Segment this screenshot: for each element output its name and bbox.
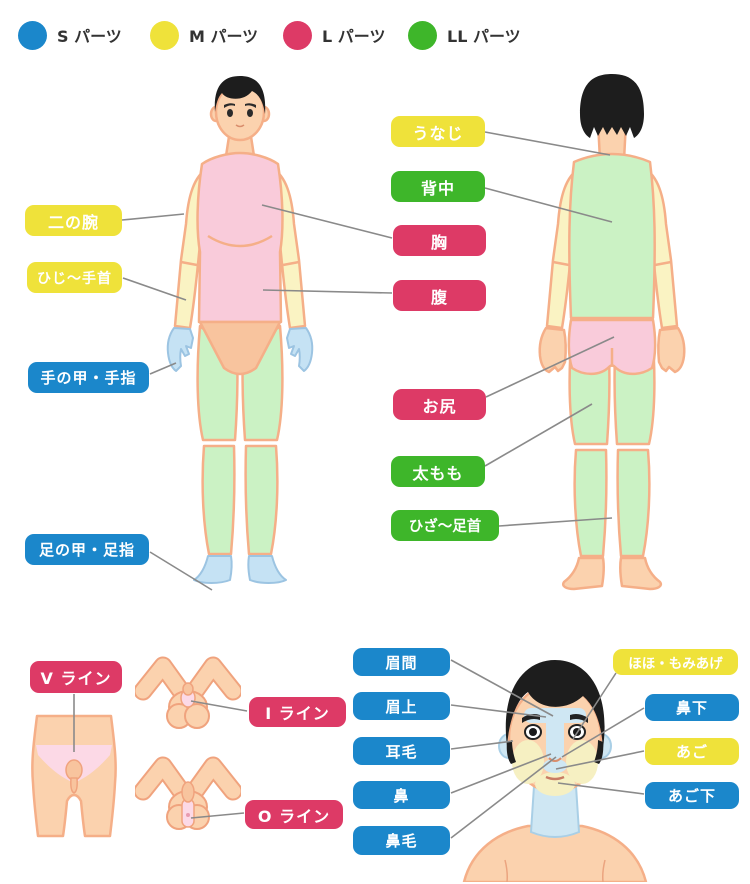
label-belly: 腹	[393, 280, 486, 311]
label-hand-fingers: 手の甲・手指	[28, 362, 149, 393]
label-upper-arm: 二の腕	[25, 205, 122, 236]
label-i-line: I ライン	[249, 697, 346, 727]
v-line-figure	[31, 714, 117, 838]
label-thigh: 太もも	[391, 456, 485, 487]
face-figure	[462, 660, 648, 882]
label-nape: うなじ	[391, 116, 485, 147]
back-body-figure	[538, 74, 686, 591]
label-above-eyebrows: 眉上	[353, 692, 450, 720]
label-elbow-to-wrist: ひじ〜手首	[27, 262, 122, 293]
label-v-line: V ライン	[30, 661, 122, 693]
i-line-figure	[135, 656, 241, 729]
label-foot-toes: 足の甲・足指	[25, 534, 149, 565]
label-ear-hair: 耳毛	[353, 737, 450, 765]
label-chin: あご	[645, 738, 739, 765]
legend-item-l-parts: L パーツ	[283, 20, 385, 50]
legend-item-ll-parts: LL パーツ	[408, 20, 521, 50]
label-buttocks: お尻	[393, 389, 486, 420]
ll-parts-color-dot-icon	[408, 20, 437, 50]
o-line-figure	[135, 756, 241, 830]
label-under-nose: 鼻下	[645, 694, 739, 721]
legend-label-ll: LL パーツ	[447, 27, 521, 46]
s-parts-color-dot-icon	[18, 20, 47, 50]
label-nose-hair: 鼻毛	[353, 826, 450, 855]
legend-item-m-parts: M パーツ	[150, 20, 258, 50]
label-cheek-sideburns: ほほ・もみあげ	[613, 649, 738, 675]
m-parts-color-dot-icon	[150, 20, 179, 50]
legend-label-s: S パーツ	[57, 27, 122, 46]
legend-label-m: M パーツ	[189, 27, 259, 46]
label-back: 背中	[391, 171, 485, 202]
label-o-line: O ライン	[245, 800, 343, 829]
label-nose: 鼻	[353, 781, 450, 809]
label-under-chin: あご下	[645, 782, 739, 809]
l-parts-color-dot-icon	[283, 20, 312, 50]
label-glabella: 眉間	[353, 648, 450, 676]
label-knee-to-ankle: ひざ〜足首	[391, 510, 499, 541]
legend-label-l: L パーツ	[322, 27, 386, 46]
front-body-figure	[166, 76, 314, 584]
label-chest: 胸	[393, 225, 486, 256]
legend-item-s-parts: S パーツ	[18, 20, 122, 50]
